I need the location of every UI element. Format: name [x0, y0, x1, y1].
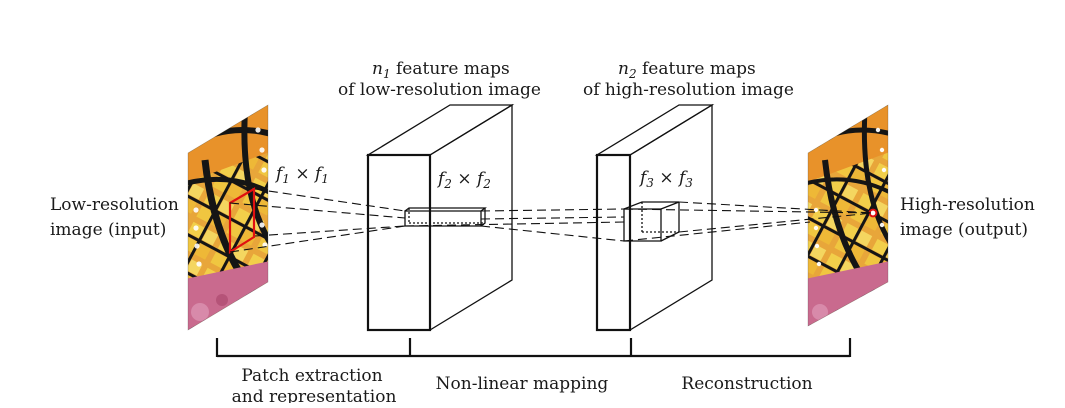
output-image-frame	[807, 104, 889, 327]
patch-projection-lines	[229, 188, 874, 253]
output-label: High-resolution image (output)	[900, 195, 1035, 240]
stage-label-nonlinear-mapping: Non-linear mapping	[436, 374, 609, 394]
stage-label-reconstruction: Reconstruction	[681, 374, 812, 394]
filter-volume-2	[623, 201, 680, 242]
feature-maps-1-title: n1 feature maps of low-resolution image	[338, 59, 541, 100]
input-image	[188, 105, 268, 330]
svg-text:n1 feature maps: n1 feature maps	[372, 59, 510, 81]
svg-text:of high-resolution image: of high-resolution image	[583, 80, 794, 100]
input-image-frame	[187, 104, 269, 331]
filter-volume-1	[404, 207, 487, 227]
svg-text:and representation: and representation	[232, 387, 397, 403]
filter-size-1: f1 × f1	[274, 164, 329, 186]
stage-brace	[215, 338, 852, 358]
svg-text:Low-resolution: Low-resolution	[50, 195, 179, 215]
svg-text:High-resolution: High-resolution	[900, 195, 1035, 215]
feature-maps-block-1	[365, 103, 515, 332]
output-image	[808, 105, 888, 326]
filter-size-3: f3 × f3	[638, 168, 693, 190]
filter-size-2: f2 × f2	[436, 169, 491, 191]
svg-text:image (output): image (output)	[900, 220, 1028, 240]
input-label: Low-resolution image (input)	[50, 195, 179, 240]
svg-text:image (input): image (input)	[50, 220, 166, 240]
svg-text:Patch extraction: Patch extraction	[241, 366, 382, 386]
feature-maps-block-2	[594, 103, 715, 332]
stage-label-patch-extraction: Patch extraction and representation	[232, 366, 397, 407]
svg-text:of low-resolution image: of low-resolution image	[338, 80, 541, 100]
feature-maps-2-title: n2 feature maps of high-resolution image	[583, 59, 794, 100]
svg-text:n2 feature maps: n2 feature maps	[618, 59, 756, 81]
input-patch-marker	[228, 187, 256, 254]
